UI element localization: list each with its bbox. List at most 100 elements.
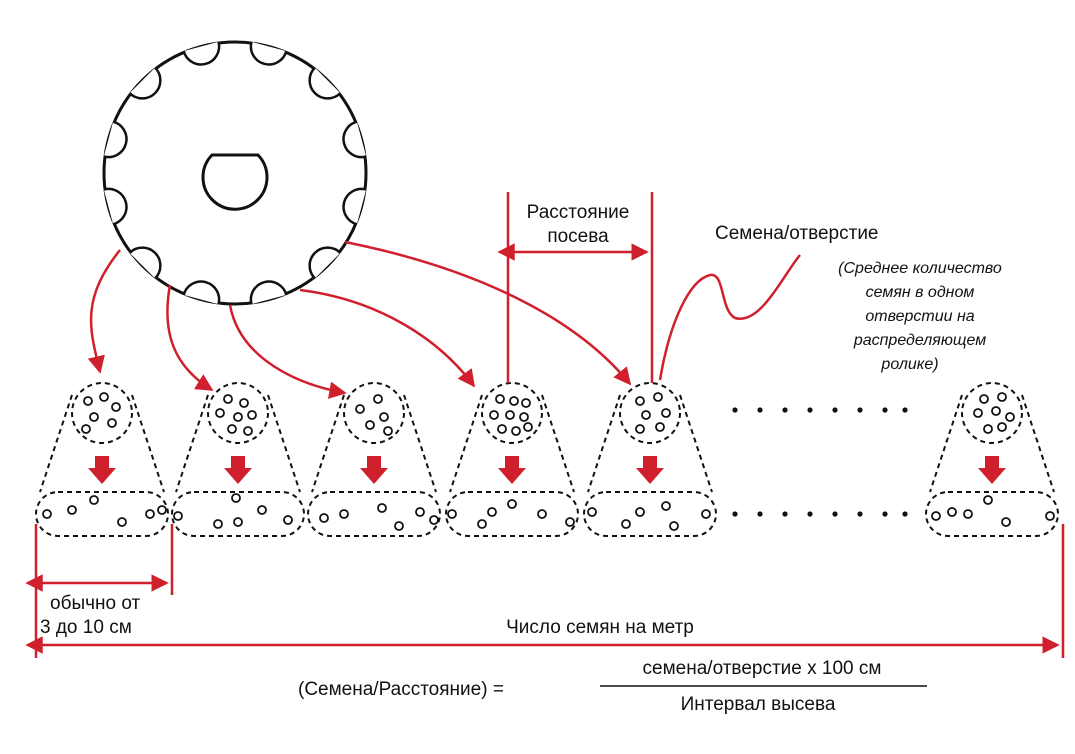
seed bbox=[507, 499, 517, 509]
transfer-arrow-5 bbox=[344, 240, 632, 386]
seed bbox=[511, 426, 521, 436]
seed bbox=[983, 495, 993, 505]
usual-spacing-dimension bbox=[25, 524, 174, 658]
row-spacing-dimension bbox=[497, 192, 654, 383]
seed bbox=[521, 398, 531, 408]
row-spacing-label-line2: посева bbox=[547, 226, 609, 247]
seed bbox=[394, 521, 404, 531]
seed bbox=[99, 392, 109, 402]
seed bbox=[107, 418, 117, 428]
seeds-per-meter-label: Число семян на метр bbox=[506, 617, 694, 638]
seed bbox=[621, 519, 631, 529]
seed bbox=[173, 511, 183, 521]
hole-circle bbox=[343, 382, 405, 444]
roller-cup bbox=[308, 66, 342, 100]
funnel-outline bbox=[929, 394, 1055, 493]
roller-cup bbox=[128, 246, 162, 280]
row-spacing-label-line1: Расстояние bbox=[527, 202, 630, 223]
seed bbox=[339, 509, 349, 519]
seed bbox=[565, 517, 575, 527]
seed bbox=[991, 406, 1001, 416]
seed bbox=[239, 398, 249, 408]
seed bbox=[1045, 511, 1055, 521]
funnel-outline bbox=[175, 394, 301, 493]
seed bbox=[215, 408, 225, 418]
seed bbox=[669, 521, 679, 531]
ground-zone bbox=[583, 491, 717, 537]
seed bbox=[997, 422, 1007, 432]
note-line-2: семян в одном bbox=[866, 284, 975, 301]
seed-group bbox=[171, 382, 305, 537]
down-arrow-icon bbox=[88, 456, 116, 484]
usual-spacing-line2: 3 до 10 см bbox=[40, 617, 132, 638]
seed bbox=[495, 394, 505, 404]
seed bbox=[89, 412, 99, 422]
transfer-arrow-1 bbox=[87, 249, 121, 374]
seed bbox=[655, 422, 665, 432]
seed bbox=[963, 509, 973, 519]
note-line-3: отверстии на bbox=[865, 308, 974, 325]
seeds-per-meter-dimension bbox=[25, 524, 1065, 658]
note-line-4: распределяющем bbox=[853, 332, 986, 349]
usual-spacing-line1: обычно от bbox=[50, 593, 140, 614]
seed-group bbox=[35, 382, 169, 537]
seed bbox=[415, 507, 425, 517]
seed bbox=[247, 410, 257, 420]
ground-zone bbox=[171, 491, 305, 537]
roller-cup bbox=[249, 41, 288, 66]
seed bbox=[233, 517, 243, 527]
seed bbox=[42, 509, 52, 519]
seed bbox=[509, 396, 519, 406]
seed bbox=[523, 422, 533, 432]
seed bbox=[81, 424, 91, 434]
seed bbox=[653, 392, 663, 402]
seed bbox=[979, 394, 989, 404]
note-line-1: (Среднее количество bbox=[838, 260, 1002, 277]
roller-shaft-hole bbox=[201, 153, 269, 211]
seed bbox=[89, 495, 99, 505]
ground-zone bbox=[307, 491, 441, 537]
transfer-arrow-3 bbox=[228, 304, 347, 399]
seed bbox=[537, 509, 547, 519]
seed bbox=[701, 509, 711, 519]
seed bbox=[365, 420, 375, 430]
seed-group bbox=[307, 382, 441, 537]
roller-cup bbox=[182, 280, 221, 305]
roller-cup bbox=[342, 187, 367, 226]
down-arrow-icon bbox=[360, 456, 388, 484]
roller-cup bbox=[103, 187, 128, 226]
seed bbox=[1005, 412, 1015, 422]
seed bbox=[661, 408, 671, 418]
seeds-per-hole-note: (Среднее количество семян в одном отверс… bbox=[838, 260, 1002, 373]
seed bbox=[257, 505, 267, 515]
note-line-5: ролике) bbox=[880, 356, 938, 373]
seed bbox=[587, 507, 597, 517]
down-arrow-icon bbox=[978, 456, 1006, 484]
seed bbox=[379, 412, 389, 422]
seed-roller-icon bbox=[102, 40, 368, 306]
seed bbox=[997, 392, 1007, 402]
formula-denominator: Интервал высева bbox=[681, 694, 836, 715]
seed-groups bbox=[35, 382, 1059, 537]
seed bbox=[383, 426, 393, 436]
seed-group bbox=[583, 382, 717, 537]
seed bbox=[447, 509, 457, 519]
roller-cup bbox=[249, 280, 288, 305]
seed bbox=[223, 394, 233, 404]
hole-circle bbox=[71, 382, 133, 444]
roller-cup bbox=[308, 246, 342, 280]
seed bbox=[931, 511, 941, 521]
seed bbox=[213, 519, 223, 529]
seed bbox=[635, 396, 645, 406]
seed bbox=[983, 424, 993, 434]
roller-cup bbox=[103, 120, 128, 159]
seed bbox=[83, 396, 93, 406]
seed bbox=[157, 505, 167, 515]
formula-numerator: семена/отверстие x 100 см bbox=[643, 658, 882, 679]
roller-cup bbox=[342, 120, 367, 159]
seed bbox=[145, 509, 155, 519]
roller-cup bbox=[182, 41, 221, 66]
seed bbox=[373, 394, 383, 404]
transfer-arrow-4 bbox=[299, 288, 476, 388]
